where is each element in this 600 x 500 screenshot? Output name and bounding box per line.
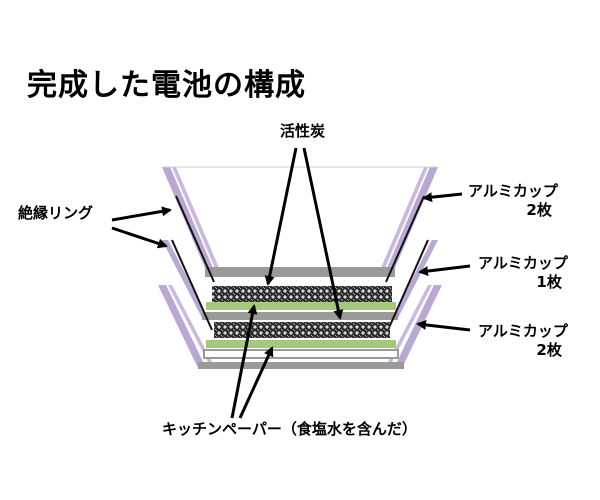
label-cup-top-count: 2枚: [526, 201, 552, 219]
label-cup-top-name: アルミカップ: [468, 182, 558, 200]
cup-middle-base: [202, 312, 398, 320]
label-cup-middle-name: アルミカップ: [478, 254, 568, 272]
arrow-carbon-2: [302, 147, 344, 320]
aluminum-cup-top: [162, 166, 438, 277]
insulating-ring-upper: [175, 195, 425, 283]
cup-bottom-base-inner: [203, 349, 399, 359]
insulating-ring-lower: [171, 239, 429, 331]
arrow-paper-2: [238, 346, 274, 419]
arrow-ring-1: [111, 206, 172, 222]
cup-bottom-left-wall-outer: [158, 285, 206, 368]
label-cup-bottom-count: 2枚: [536, 341, 562, 359]
cup-bottom-left-wall-inner: [168, 285, 212, 362]
arrow-carbon-1: [264, 147, 298, 286]
ring-lower-right-line: [387, 239, 429, 331]
annotation-arrows: [111, 147, 471, 419]
aluminum-cup-bottom: [158, 285, 442, 369]
cup-top-left-wall-inner: [172, 167, 219, 268]
label-cup-middle-count: 1枚: [536, 273, 562, 291]
cup-middle-left-wall: [162, 240, 208, 318]
label-activated-carbon: 活性炭: [280, 122, 326, 140]
aluminum-cup-middle: [162, 240, 438, 320]
label-cup-bottom-name: アルミカップ: [478, 322, 568, 340]
cup-bottom-base: [198, 362, 404, 369]
carbon-layer-lower: [214, 322, 390, 338]
paper-layer-upper: [206, 302, 396, 310]
cup-top-left-wall-outer: [162, 167, 213, 268]
label-cup-top: アルミカップ 2枚: [468, 182, 558, 220]
ring-upper-right-line: [385, 195, 425, 283]
arrow-ring-2: [111, 226, 168, 249]
cup-top-base: [205, 267, 395, 277]
arrow-paper-1: [230, 304, 258, 419]
arrow-cup-middle: [418, 264, 471, 277]
carbon-layer-upper: [212, 286, 392, 302]
ring-upper-left-line: [175, 195, 215, 283]
arrow-cup-bottom: [416, 319, 471, 332]
label-cup-bottom: アルミカップ 2枚: [478, 322, 568, 360]
cup-top-right-wall-inner: [381, 167, 428, 268]
page-title: 完成した電池の構成: [27, 68, 306, 103]
label-cup-middle: アルミカップ 1枚: [478, 254, 568, 292]
ring-lower-left-line: [171, 239, 213, 331]
cup-middle-right-wall: [392, 240, 438, 318]
paper-layer-lower: [206, 340, 396, 348]
cup-bottom-right-wall-inner: [388, 285, 432, 362]
arrow-cup-top: [422, 192, 463, 203]
label-kitchen-paper: キッチンペーパー（食塩水を含んだ）: [162, 420, 417, 438]
label-insulating-ring: 絶縁リング: [18, 204, 94, 222]
